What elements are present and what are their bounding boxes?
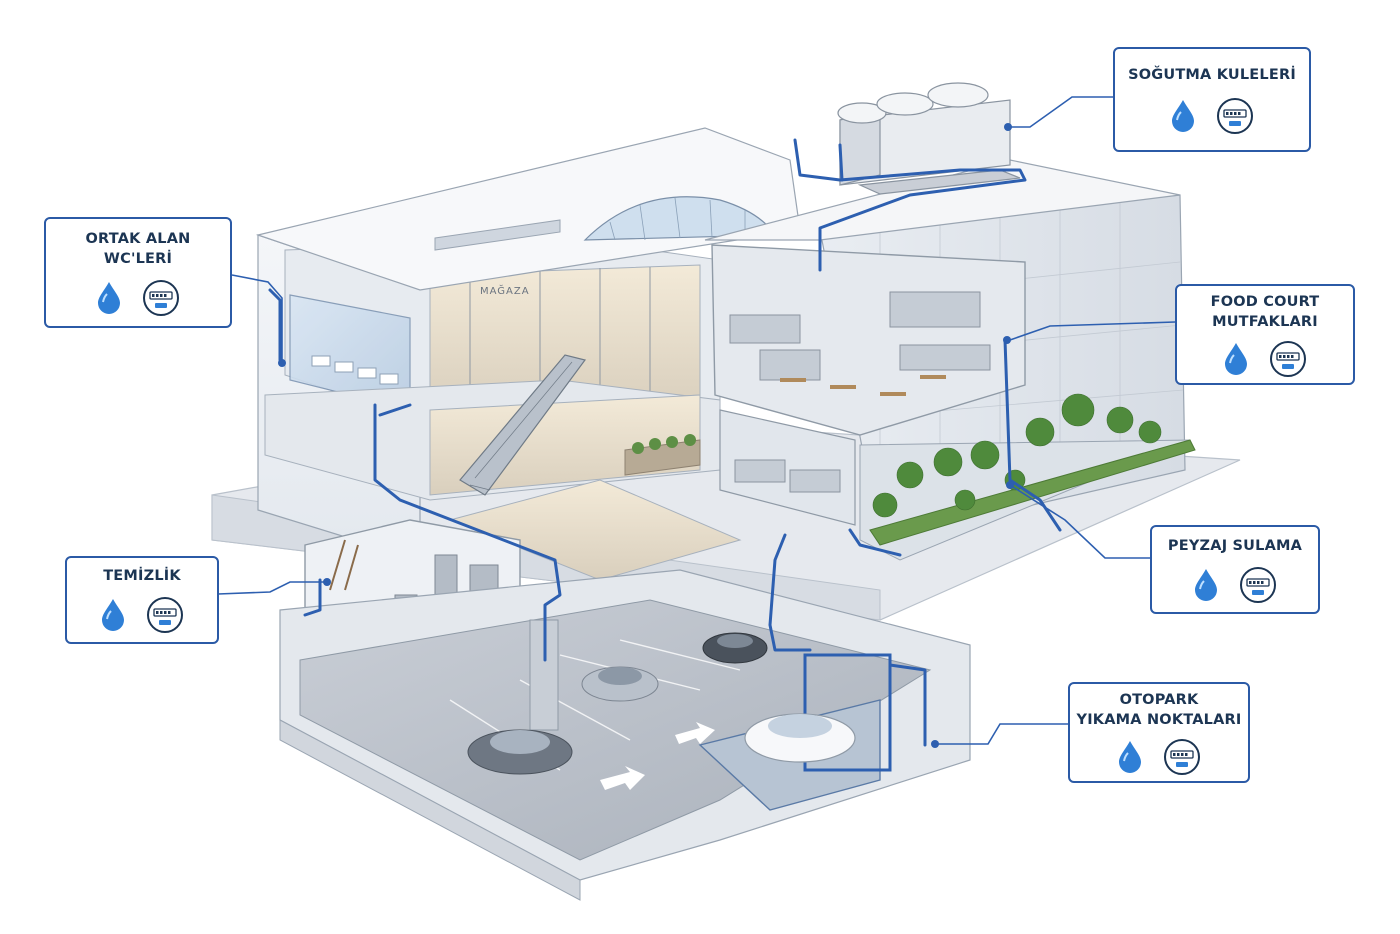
parking-arrow-2 [675, 722, 715, 744]
car-white [744, 713, 856, 763]
escalator [459, 354, 587, 496]
car-gray-1 [467, 729, 573, 775]
leader-dots [278, 123, 1014, 748]
callout-title-line2: WC'LERİ [103, 250, 173, 267]
car-silver [581, 666, 659, 702]
parking-arrow-1 [600, 766, 645, 790]
water-meter-icon [147, 597, 183, 633]
callout-title: SOĞUTMA KULELERİ [1128, 66, 1296, 83]
callout-title-line2: MUTFAKLARI [1212, 313, 1318, 330]
callout-parking-wash: OTOPARK YIKAMA NOKTALARI [1068, 682, 1250, 783]
roof-left [255, 127, 801, 291]
callout-title: PEYZAJ SULAMA [1167, 537, 1303, 554]
water-meter-icon [1164, 738, 1200, 775]
car-wash-frame [803, 653, 892, 772]
water-drop-icon [1172, 99, 1194, 132]
water-meter-icon [1240, 566, 1276, 603]
water-pipes [268, 138, 1062, 747]
water-drop-icon [1195, 568, 1217, 601]
cooling-towers [837, 82, 1021, 195]
water-drop-icon [1225, 342, 1247, 375]
callout-food-court: FOOD COURT MUTFAKLARI [1175, 284, 1355, 385]
callout-common-wc: ORTAK ALAN WC'LERİ [44, 217, 232, 328]
parking-floor [299, 599, 932, 861]
water-drop-icon [102, 599, 124, 631]
parking-front-wall [279, 719, 581, 901]
water-meter-icon [143, 279, 179, 316]
water-drop-icon [98, 281, 120, 314]
leader-lines [217, 96, 1176, 745]
callout-landscape: PEYZAJ SULAMA [1150, 525, 1320, 614]
callout-title-line2: YIKAMA NOKTALARI [1076, 711, 1242, 728]
water-meter-icon [1270, 340, 1306, 377]
store-sign: MAĞAZA [480, 284, 530, 297]
lower-kitchen [719, 409, 856, 526]
glass-dome [583, 196, 777, 241]
roof-skylight-slot [434, 219, 561, 251]
water-meter-icon [1217, 97, 1253, 134]
planter-strip [869, 439, 1196, 546]
callout-title-line1: FOOD COURT [1210, 293, 1320, 310]
callout-cleaning: TEMİZLİK [65, 556, 219, 644]
lower-atrium [448, 479, 742, 581]
water-drop-icon [1119, 740, 1141, 773]
callout-cooling-towers: SOĞUTMA KULELERİ [1113, 47, 1311, 152]
car-dark [702, 632, 768, 664]
callout-title: TEMİZLİK [103, 568, 181, 584]
callout-title-line1: ORTAK ALAN [85, 230, 191, 247]
callout-title-line1: OTOPARK [1119, 691, 1199, 708]
